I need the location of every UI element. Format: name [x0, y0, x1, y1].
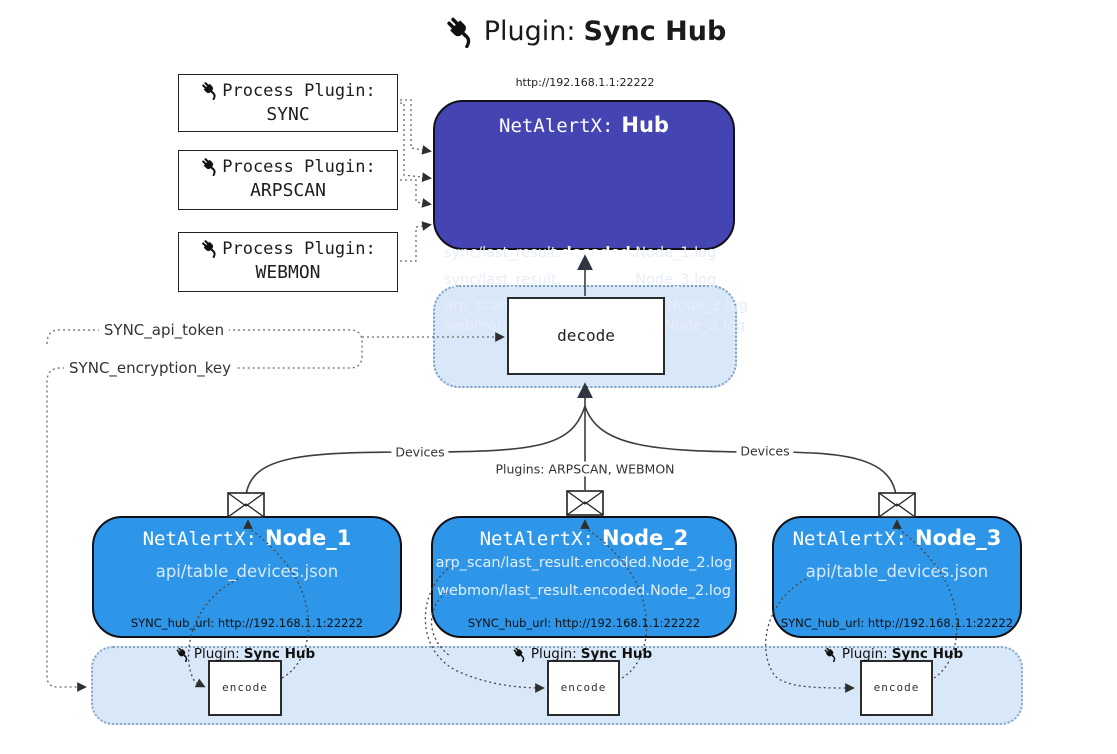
node-title: NetAlertX: Node_1 — [94, 526, 400, 550]
process-plugin-label: Process Plugin: — [179, 79, 397, 101]
plug-icon — [199, 79, 221, 101]
page-title: Plugin: Sync Hub — [443, 14, 727, 48]
encode-box-3: encode — [860, 660, 933, 716]
node-2-box: NetAlertX: Node_2 arp_scan/last_result.en… — [431, 516, 737, 638]
node-file-line: arp_scan/last_result.encoded.Node_2.log — [435, 555, 733, 571]
process-plugin-name: WEBMON — [255, 262, 321, 283]
envelope-icon — [878, 492, 916, 518]
sync-api-token-label: SYNC_api_token — [98, 321, 230, 339]
node-title-prefix: NetAlertX: — [142, 528, 257, 550]
process-plugin-name: ARPSCAN — [250, 180, 326, 201]
process-plugin-label: Process Plugin: — [179, 155, 397, 177]
log-post: .Node_1.log — [630, 245, 717, 261]
log-bold: decoded — [561, 272, 631, 288]
encode-plugin-label: Plugin: Sync Hub — [511, 646, 653, 662]
process-plugin-label-text: Process Plugin: — [222, 157, 376, 177]
plug-icon — [822, 646, 839, 662]
encode-box-2: encode — [547, 660, 620, 716]
encode-plugin-prefix: Plugin: — [841, 646, 888, 662]
hub-log-line: sync/last_result.decoded.Node_3.log — [444, 272, 716, 288]
devices-left-label: Devices — [391, 444, 449, 460]
node-3-box: NetAlertX:Node_3 api/table_devices.json … — [772, 516, 1022, 638]
node-file-line: api/table_devices.json — [155, 562, 339, 581]
process-plugin-sync-box: Process Plugin: SYNC — [178, 74, 398, 132]
node-title: NetAlertX: Node_2 — [433, 526, 735, 550]
process-plugin-label-text: Process Plugin: — [222, 239, 376, 259]
node-title-name: Node_2 — [602, 526, 689, 550]
plug-icon — [199, 237, 221, 259]
node-file-line: webmon/last_result.encoded.Node_2.log — [436, 583, 731, 599]
encode-box-1: encode — [208, 660, 282, 716]
plug-icon — [199, 155, 221, 177]
sync-encryption-key-label: SYNC_encryption_key — [64, 359, 236, 377]
plugins-mid-label: Plugins: ARPSCAN, WEBMON — [491, 461, 679, 477]
webmon-to-line4-wire — [400, 221, 432, 262]
encode-plugin-prefix: Plugin: — [530, 646, 577, 662]
node-file-line: api/table_devices.json — [805, 562, 989, 581]
node-title-name: Node_1 — [265, 526, 352, 550]
page-title-name: Sync Hub — [583, 15, 727, 47]
log-post: .Node_3.log — [630, 272, 717, 288]
log-pre: sync/last_result. — [444, 272, 562, 288]
plug-icon — [443, 14, 478, 48]
hub-title: NetAlertX: Hub — [435, 113, 733, 137]
node-title-prefix: NetAlertX: — [792, 528, 907, 550]
node-title-name: Node_3 — [915, 526, 1002, 550]
log-post: .Node_2.log — [659, 318, 746, 334]
process-plugin-webmon-box: Process Plugin: WEBMON — [178, 232, 398, 292]
encode-plugin-label: Plugin: Sync Hub — [822, 646, 964, 662]
sync-to-line1-wire — [400, 99, 432, 155]
encode-plugin-prefix: Plugin: — [193, 646, 240, 662]
node-title: NetAlertX: Node_3 — [774, 526, 1020, 550]
node-title-prefix: NetAlertX: — [479, 528, 594, 550]
envelope-icon — [227, 492, 265, 518]
arpscan-to-line3-wire — [400, 179, 432, 208]
node-hub-url: SYNC_hub_url: http://192.168.1.1:22222 — [467, 616, 701, 630]
envelope-icon — [566, 490, 604, 516]
plug-icon — [174, 646, 191, 662]
hub-box: NetAlertX:Hub sync/last_result.decoded.N… — [433, 100, 748, 334]
encode-plugin-label: Plugin: Sync Hub — [174, 646, 316, 662]
node-1-box: NetAlertX:Node_1 api/table_devices.json … — [92, 516, 402, 638]
process-plugin-arpscan-box: Process Plugin: ARPSCAN — [178, 150, 398, 210]
hub-log-line: sync/last_result.decoded.Node_1.log — [444, 245, 716, 261]
log-bold: decoded — [561, 245, 631, 261]
encode-plugin-name: Sync Hub — [891, 646, 964, 662]
log-pre: sync/last_result. — [444, 245, 562, 261]
hub-title-prefix: NetAlertX: — [499, 115, 614, 137]
decode-box: decode — [507, 297, 665, 375]
hub-url: http://192.168.1.1:22222 — [515, 76, 655, 89]
process-plugin-label-text: Process Plugin: — [222, 81, 376, 101]
node-hub-url: SYNC_hub_url: http://192.168.1.1:22222 — [780, 616, 1014, 630]
process-plugin-label: Process Plugin: — [179, 237, 397, 259]
log-post: .Node_2.log — [662, 298, 748, 314]
devices-right-label: Devices — [736, 443, 794, 459]
sync-to-line2-wire — [400, 102, 432, 183]
plug-icon — [511, 646, 528, 662]
node-hub-url: SYNC_hub_url: http://192.168.1.1:22222 — [130, 616, 364, 630]
process-plugin-name: SYNC — [266, 104, 310, 125]
encode-plugin-name: Sync Hub — [580, 646, 653, 662]
page-title-prefix: Plugin: — [483, 15, 576, 47]
encode-plugin-name: Sync Hub — [243, 646, 316, 662]
hub-title-name: Hub — [621, 113, 669, 137]
